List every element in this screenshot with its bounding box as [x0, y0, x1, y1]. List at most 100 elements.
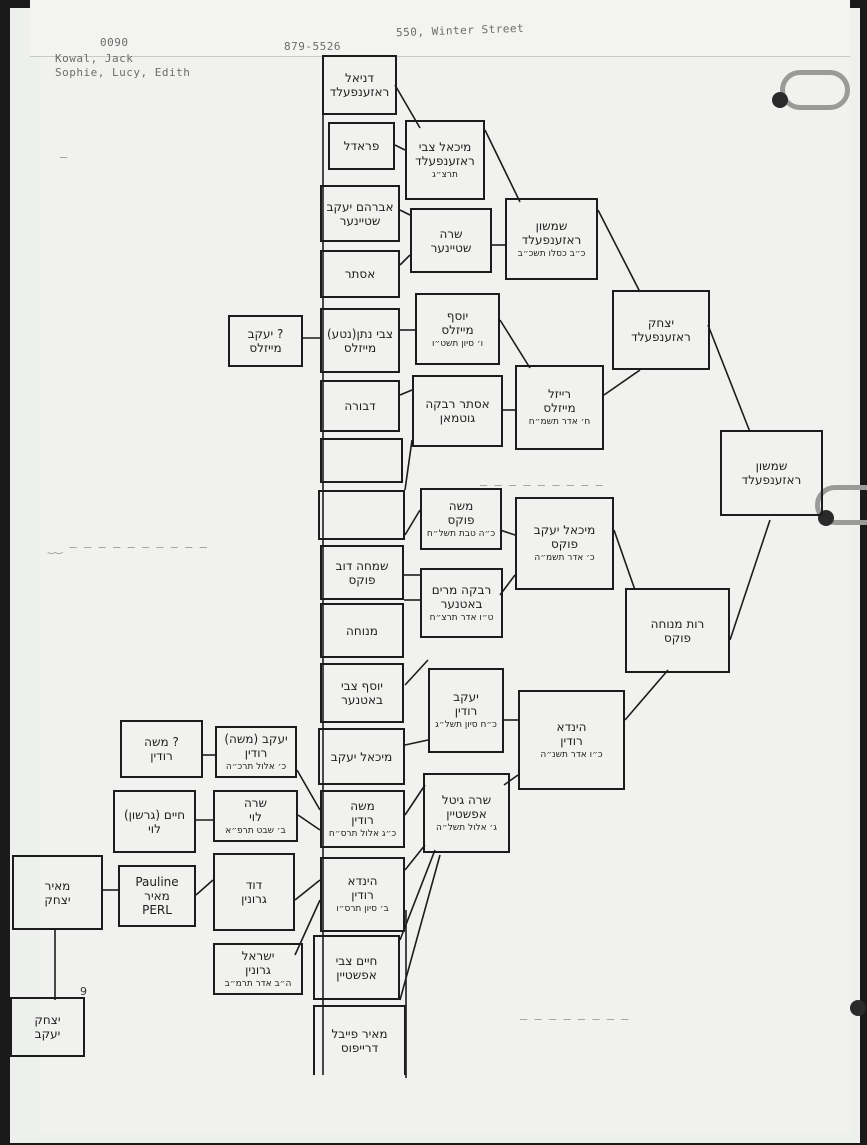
person-name: הינדא	[347, 874, 378, 888]
person-name: שמחה דוב	[335, 558, 389, 573]
person-name: מאיר פייבל	[331, 1027, 388, 1041]
connector-line	[499, 319, 531, 369]
connector-line	[707, 324, 751, 433]
person-name: יעקב (משה)	[224, 731, 288, 746]
person-surname: מייזלס	[249, 341, 282, 355]
person-date: כ״ג אלול תרס״ח	[328, 828, 397, 839]
faint-dash: —	[60, 150, 68, 164]
person-date: ו׳ סיון תשט״ו	[431, 338, 484, 349]
connector-line	[399, 849, 436, 941]
person-box: פראדל	[328, 122, 395, 170]
header-code: 0090	[100, 36, 129, 49]
person-surname: יצחק	[44, 892, 71, 907]
connector-line	[399, 254, 411, 266]
person-box: חיים (גרשון)לוי	[113, 790, 196, 853]
person-date: כ״ב כסלו תשכ״ב	[517, 248, 586, 259]
person-date: ח׳ אדר תשמ״ח	[528, 417, 591, 427]
person-surname: רודין	[560, 733, 583, 748]
person-name: מיכאל צבי	[418, 139, 472, 154]
connector-line	[394, 144, 406, 151]
person-box: צבי נתן(נטע)מייזלס	[320, 308, 400, 373]
connector-line	[399, 854, 441, 1001]
header-name: Kowal, Jack	[55, 52, 134, 65]
person-name: דוד	[245, 878, 263, 892]
person-surname: מאיר	[144, 889, 170, 903]
connector-line	[624, 669, 669, 721]
person-surname: אפשטיין	[336, 967, 377, 982]
person-surname: ראזענפעלד	[521, 232, 582, 247]
connector-line	[399, 209, 411, 216]
connector-line	[603, 369, 641, 396]
person-name: משה	[350, 798, 375, 813]
person-name: מיכאל יעקב	[533, 523, 596, 537]
person-name: רייזל	[547, 387, 572, 401]
person-surname: דרייפוס	[340, 1041, 379, 1055]
person-surname: פוקס	[663, 630, 692, 645]
faint-dashed-line: ‿‿ — — — — — — — — — —	[48, 540, 207, 554]
connector-line	[499, 529, 516, 536]
connector-line	[399, 389, 413, 396]
top-sheet-edge	[30, 0, 850, 57]
person-name: רות מנוחה	[650, 616, 705, 631]
person-name: ישראל	[241, 948, 275, 963]
connector-line	[484, 129, 521, 203]
person-name: אסתר	[344, 267, 376, 281]
person-surname: ראזענפעלד	[415, 153, 475, 168]
person-date: ב׳ סיון תרס״ו	[336, 904, 389, 914]
person-surname: באטנער	[341, 693, 383, 707]
person-box: יעקב ?מייזלס	[228, 315, 303, 367]
connector-line	[503, 774, 519, 786]
person-surname: גרונין	[241, 892, 267, 906]
person-surname: אפשטיין	[446, 806, 487, 821]
person-name: משה	[448, 498, 474, 513]
person-date: כ״ה טבת תשל״ח	[426, 528, 496, 539]
person-date: ה״ב אדר תרמ״ב	[224, 978, 292, 989]
connector-line	[729, 519, 771, 641]
person-name: יעקב ?	[247, 327, 284, 341]
person-box: אסתר	[320, 250, 400, 298]
person-name: משה ?	[144, 735, 179, 749]
person-name: מיכאל יעקב	[330, 749, 393, 764]
person-date: כ״ח סיון תשל״ג	[435, 720, 497, 730]
person-name: אסתר רבקה	[425, 397, 490, 411]
person-name: פראדל	[343, 139, 380, 153]
connector-line	[613, 529, 636, 591]
connector-line	[404, 509, 421, 536]
person-date: כ״ו אדר תשנ״ה	[540, 749, 603, 760]
person-date: תרצ״ג	[432, 169, 458, 180]
connector-line	[404, 844, 426, 871]
connector-line	[404, 784, 426, 816]
person-name: Pauline	[135, 875, 179, 889]
connector-line	[404, 659, 429, 686]
person-surname: מייזלס	[343, 340, 377, 355]
person-name: הינדא	[556, 719, 587, 734]
person-name: שמשון	[755, 459, 788, 473]
connector-line	[404, 739, 429, 746]
person-name: יעקב	[453, 690, 479, 704]
connector-line	[195, 879, 214, 896]
person-date: כ׳ אלול תרכ״ה	[225, 761, 287, 772]
person-surname: באטנער	[440, 596, 483, 611]
person-date: כ׳ אדר תשמ״ה	[534, 553, 595, 563]
connector-line	[597, 209, 641, 293]
person-name: צבי נתן(נטע)	[327, 326, 393, 341]
person-surname: רודין	[244, 745, 268, 760]
person-surname: ראזענפעלד	[741, 473, 802, 487]
